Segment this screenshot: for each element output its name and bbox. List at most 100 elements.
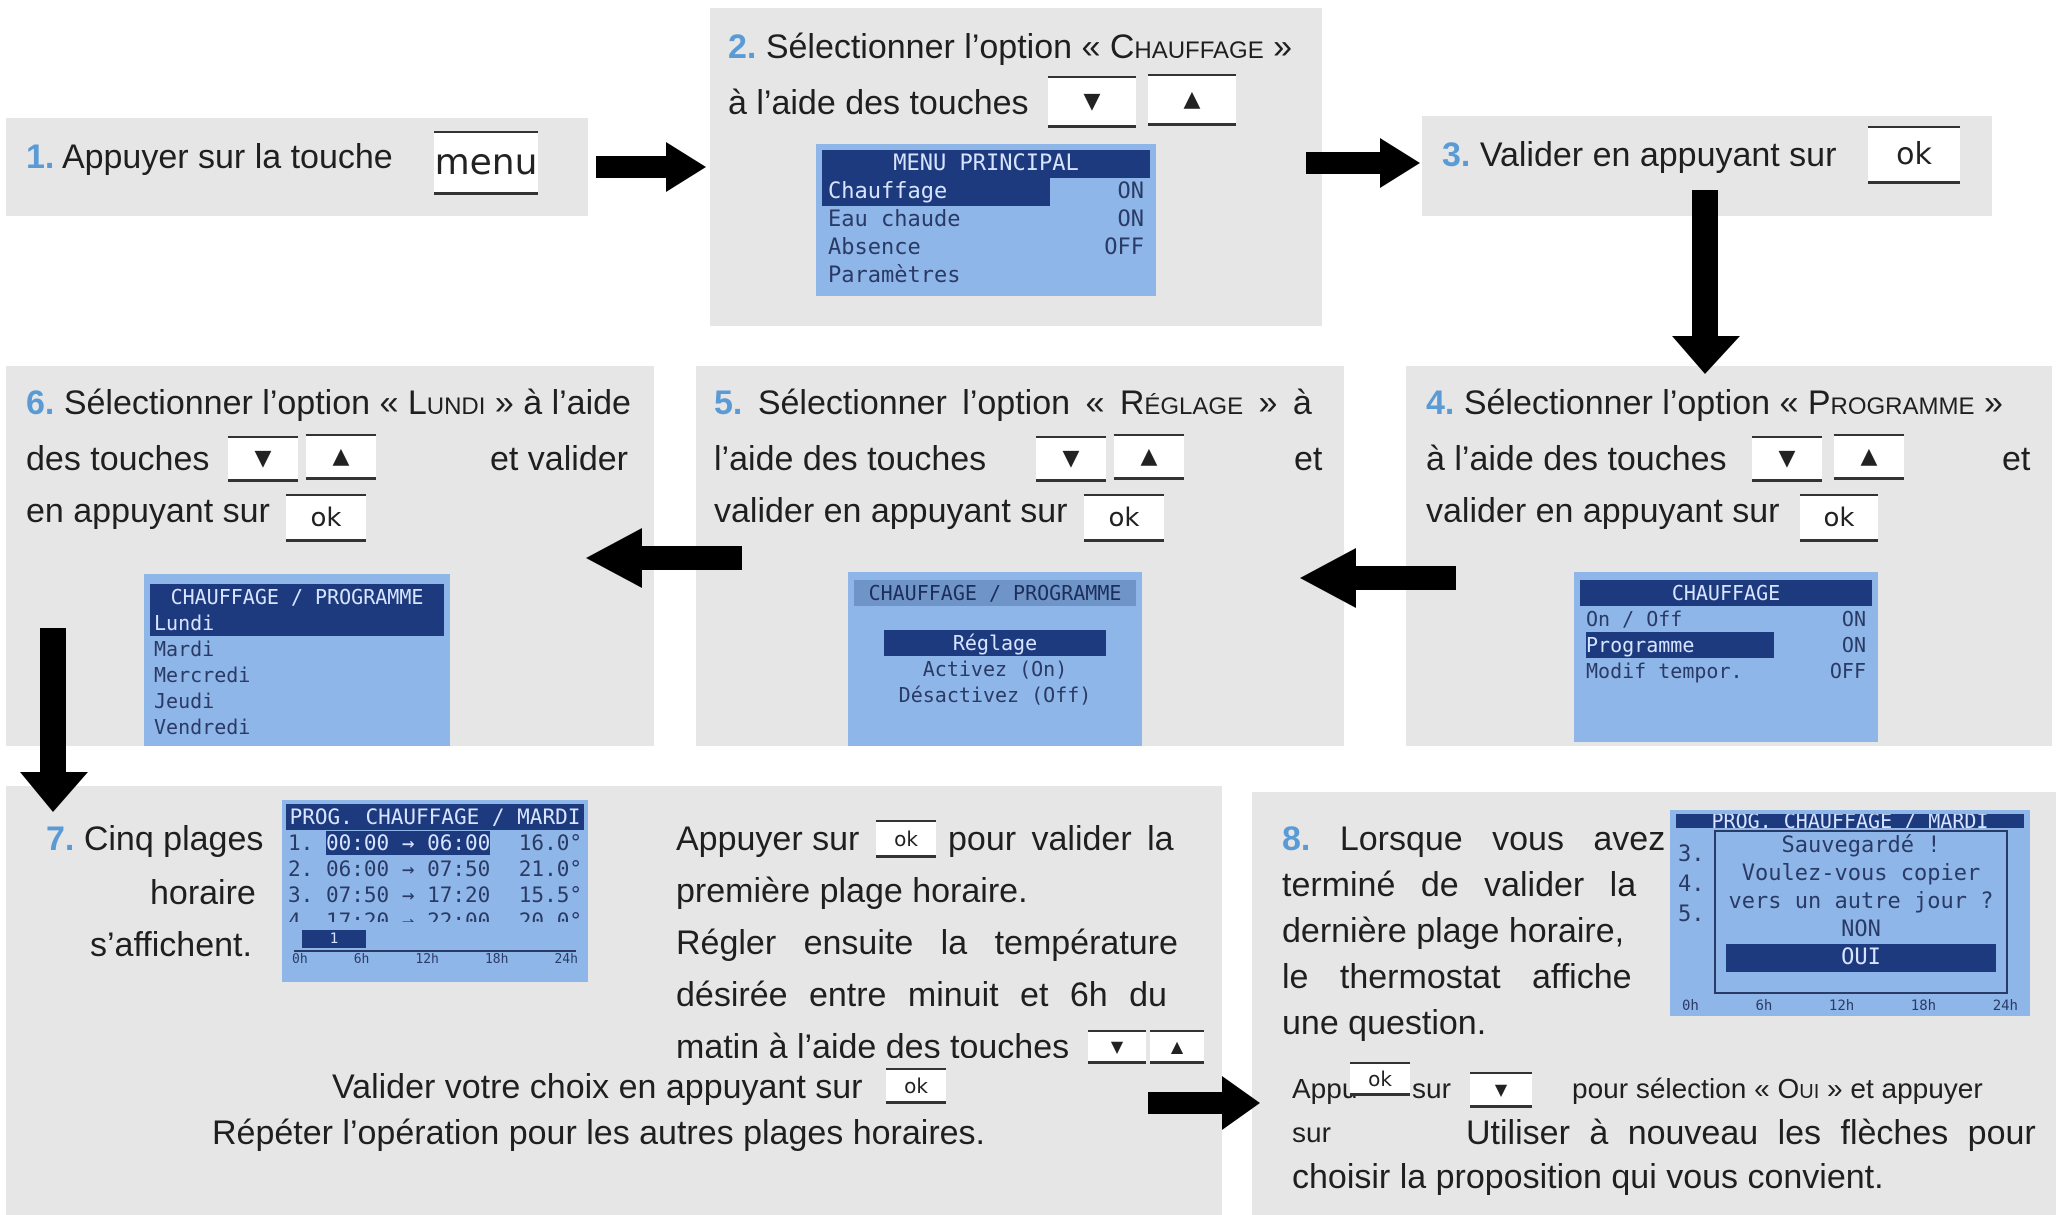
row-temp: 21.0°: [518, 857, 582, 881]
step7-timeline-segment: 1: [302, 930, 366, 948]
step5-down-key: ▼: [1036, 436, 1106, 482]
tick-label: 24h: [554, 952, 578, 967]
row-num: 3.: [288, 883, 314, 907]
row-from: 06:00: [325, 857, 390, 881]
step8-line1: 8. Lorsque vous avez: [1282, 812, 1665, 866]
step7-up-key: ▲: [1150, 1030, 1204, 1064]
step8-down-key: ▼: [1470, 1072, 1532, 1108]
step5-screen-item: Désactivez (Off): [898, 683, 1092, 707]
row-from: 00:00: [325, 831, 390, 855]
step8-number: 8.: [1282, 820, 1311, 858]
step7-p3: désirée entre minuit et 6h du: [676, 976, 1167, 1014]
step7-line1: 7. Cinq plages: [46, 812, 263, 866]
step3-text: Valider en appuyant sur: [1479, 136, 1837, 174]
step6-ok-key: ok: [286, 494, 366, 542]
step8-screen-left: 3. 4. 5.: [1678, 840, 1705, 930]
row-label: On / Off: [1586, 607, 1683, 631]
step3-label: 3. Valider en appuyant sur: [1442, 128, 1836, 182]
step7-panel: [6, 786, 1222, 1215]
step8-bottom-1d-text: » et appuyer: [1819, 1073, 1983, 1104]
tick-label: 24h: [1992, 998, 2018, 1014]
step2-screen-header: MENU PRINCIPAL: [822, 150, 1150, 178]
step7-screen: PROG. CHAUFFAGE / MARDI 1. 00:00 → 06:00…: [282, 800, 588, 982]
step8-bottom-1c-text: pour sélection «: [1572, 1073, 1778, 1104]
step5-screen-item: Réglage: [884, 630, 1106, 656]
step6-number: 6.: [26, 384, 55, 422]
row-to: 17:20: [427, 883, 491, 907]
step4-text-b: »: [1974, 384, 2003, 422]
step7-validate-text: Valider votre choix en appuyant sur: [332, 1068, 863, 1106]
step2-option: Chauffage: [1109, 28, 1264, 66]
step8-bottom-1c: pour sélection « Oui » et appuyer: [1572, 1062, 1983, 1116]
step6-line2-end: et valider: [490, 440, 628, 478]
row-label: Chauffage: [828, 179, 948, 204]
step6-text-a: Sélectionner l’option «: [63, 384, 408, 422]
step5-line2-end: et: [1294, 440, 1323, 478]
row-num: 4.: [288, 909, 314, 922]
step5-screen-item: Activez (On): [922, 657, 1068, 681]
row-from: 07:50: [325, 883, 390, 907]
step6-text-b: » à l’aide: [485, 384, 631, 422]
step7-number: 7.: [46, 820, 75, 858]
arrow-2-to-3: [1306, 138, 1420, 188]
dialog-line: Sauvegardé !: [1781, 833, 1941, 858]
row-num: 3.: [1678, 842, 1705, 867]
step8-option: Oui: [1777, 1073, 1820, 1104]
step2-screen-row: Chauffage: [822, 178, 1050, 206]
step5-screen-header: CHAUFFAGE / PROGRAMME: [854, 580, 1136, 606]
step2-number: 2.: [728, 28, 757, 66]
row-from: 17:20: [325, 909, 390, 922]
step6-screen: CHAUFFAGE / PROGRAMME Lundi Mardi Mercre…: [144, 574, 450, 746]
tick-label: 0h: [292, 952, 308, 967]
step7-ok-key-2: ok: [886, 1068, 946, 1104]
row-temp: 16.0°: [518, 831, 582, 855]
step2-up-key: ▲: [1148, 74, 1236, 126]
dialog-line: vers un autre jour ?: [1728, 889, 1994, 914]
row-temp: 15.5°: [518, 883, 582, 907]
step2-line1: 2. Sélectionner l’option « Chauffage »: [728, 20, 1292, 74]
step7-p1b: pour valider la: [948, 820, 1174, 858]
step6-line1: 6. Sélectionner l’option « Lundi » à l’a…: [26, 376, 631, 430]
tick-label: 18h: [484, 952, 509, 967]
step2-down-key: ▼: [1048, 76, 1136, 128]
step6-screen-item: Lundi: [150, 610, 444, 636]
step7-p2: Régler ensuite la température: [676, 924, 1178, 962]
step7-down-key: ▼: [1088, 1030, 1146, 1064]
row-value: OFF: [1829, 659, 1866, 683]
step6-screen-item: Jeudi: [154, 689, 215, 713]
step6-screen-item: Vendredi: [154, 715, 251, 739]
step4-line2-end: et: [2002, 440, 2031, 478]
step8-screen: PROG. CHAUFFAGE / MARDI 3. 4. 5. Sauvega…: [1670, 810, 2030, 1016]
step8-line5: une question.: [1282, 1004, 1487, 1042]
step6-option: Lundi: [407, 384, 486, 422]
step5-up-key: ▲: [1114, 434, 1184, 480]
step7-p4: matin à l’aide des touches: [676, 1028, 1070, 1058]
tick-label: 6h: [353, 952, 370, 967]
step8-screen-header: PROG. CHAUFFAGE / MARDI: [1676, 814, 2024, 828]
step5-screen: CHAUFFAGE / PROGRAMME Réglage Activez (O…: [848, 572, 1142, 746]
step4-line1: 4. Sélectionner l’option « Programme »: [1426, 376, 2003, 430]
step6-up-key: ▲: [306, 434, 376, 480]
step6-screen-item: Mercredi: [154, 663, 251, 687]
row-num: 4.: [1678, 872, 1705, 897]
step5-number: 5.: [714, 384, 743, 422]
row-value: ON: [1841, 607, 1866, 631]
step4-option: Programme: [1807, 384, 1975, 422]
step6-down-key: ▼: [228, 436, 298, 482]
step5-text-b: » à: [1243, 384, 1312, 422]
row-label: Modif tempor.: [1586, 659, 1743, 683]
tick-label: 6h: [1755, 998, 1773, 1014]
row-to: 22:00: [427, 909, 491, 922]
row-value: ON: [1841, 633, 1866, 657]
step7-line3: s’affichent.: [90, 926, 252, 964]
step5-line1: 5. Sélectionner l’option « Réglage » à: [714, 376, 1312, 430]
step6-line3: en appuyant sur: [26, 492, 270, 530]
row-to: 06:00: [427, 831, 491, 855]
